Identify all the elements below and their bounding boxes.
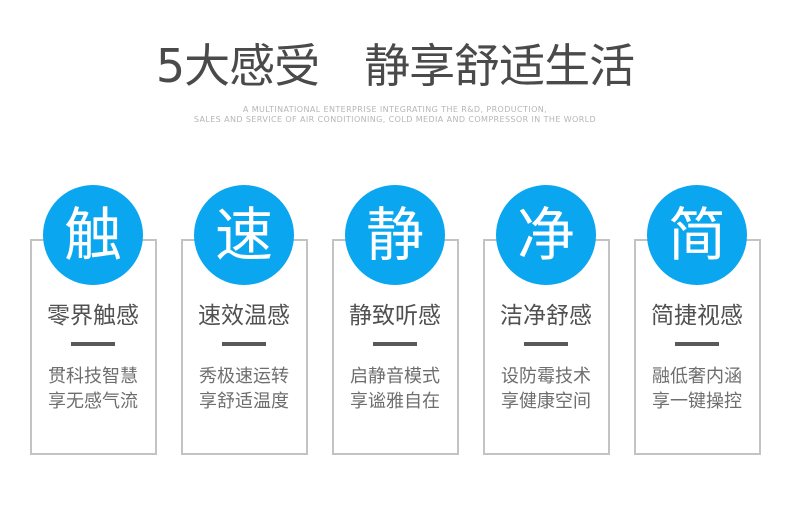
feature-description: 贯科技智慧 享无感气流: [32, 364, 155, 414]
description-line-2: 享舒适温度: [199, 391, 289, 412]
feature-description: 秀极速运转 享舒适温度: [183, 364, 306, 414]
description-line-2: 享一键操控: [652, 391, 742, 412]
subtitle-line-2: SALES AND SERVICE OF AIR CONDITIONING, C…: [193, 115, 597, 124]
feature-speed: 速 速效温感 秀极速运转 享舒适温度: [180, 185, 308, 455]
description-line-2: 享无感气流: [48, 391, 138, 412]
subtitle-line-1: A MULTINATIONAL ENTERPRISE INTEGRATING T…: [242, 105, 548, 114]
description-line-2: 享健康空间: [501, 391, 591, 412]
feature-description: 融低奢内涵 享一键操控: [636, 364, 759, 414]
feature-clean: 净 洁净舒感 设防霉技术 享健康空间: [482, 185, 610, 455]
clean-badge-character: 净: [516, 201, 575, 269]
touch-badge-circle: 触: [43, 185, 143, 285]
page-title: 5大感受 静享舒适生活: [155, 39, 635, 93]
description-line-1: 秀极速运转: [199, 366, 289, 387]
simple-badge-character: 简: [667, 201, 726, 269]
description-line-1: 启静音模式: [350, 366, 440, 387]
feature-title: 静致听感: [349, 303, 441, 329]
feature-title: 零界触感: [47, 303, 139, 329]
speed-badge-character: 速: [214, 201, 273, 269]
quiet-badge-character: 静: [365, 201, 424, 269]
description-line-1: 贯科技智慧: [48, 366, 138, 387]
features-row: 触 零界触感 贯科技智慧 享无感气流 速 速效温感 秀极速运转 享舒适温度: [0, 185, 790, 455]
description-line-1: 融低奢内涵: [652, 366, 742, 387]
feature-quiet: 静 静致听感 启静音模式 享谧雅自在: [331, 185, 459, 455]
clean-badge-circle: 净: [496, 185, 596, 285]
quiet-badge-circle: 静: [345, 185, 445, 285]
feature-simple: 简 简捷视感 融低奢内涵 享一键操控: [633, 185, 761, 455]
feature-title: 速效温感: [198, 303, 290, 329]
feature-card-speed: 速效温感 秀极速运转 享舒适温度: [180, 239, 308, 455]
feature-title: 洁净舒感: [500, 303, 592, 329]
title-underline: [675, 342, 719, 346]
description-line-1: 设防霉技术: [501, 366, 591, 387]
feature-title: 简捷视感: [651, 303, 743, 329]
title-underline: [373, 342, 417, 346]
touch-badge-character: 触: [63, 201, 122, 269]
title-underline: [222, 342, 266, 346]
feature-card-clean: 洁净舒感 设防霉技术 享健康空间: [482, 239, 610, 455]
feature-description: 启静音模式 享谧雅自在: [334, 364, 457, 414]
feature-description: 设防霉技术 享健康空间: [485, 364, 608, 414]
simple-badge-circle: 简: [647, 185, 747, 285]
feature-touch: 触 零界触感 贯科技智慧 享无感气流: [29, 185, 157, 455]
title-underline: [524, 342, 568, 346]
description-line-2: 享谧雅自在: [350, 391, 440, 412]
title-underline: [71, 342, 115, 346]
speed-badge-circle: 速: [194, 185, 294, 285]
